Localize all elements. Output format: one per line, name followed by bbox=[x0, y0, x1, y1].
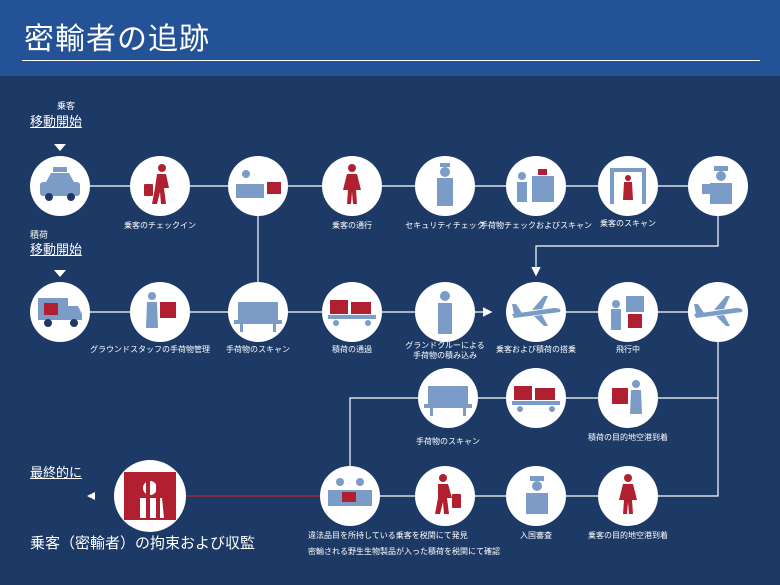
node-inspector bbox=[688, 156, 748, 216]
finally-label: 最終的に bbox=[30, 466, 83, 481]
checkin-label: 乗客のチェックイン bbox=[124, 221, 196, 230]
xray-machine-icon bbox=[424, 386, 472, 416]
arrival-scan-label: 手荷物のスキャン bbox=[416, 437, 480, 446]
inspector-icon bbox=[526, 476, 548, 514]
node-arrival-scan bbox=[418, 368, 478, 428]
body-scanner-icon bbox=[610, 168, 646, 204]
node-cargo-arrival bbox=[598, 368, 658, 428]
detect-label-2: 密輸される野生生物製品が入った積荷を税関にて確認 bbox=[308, 547, 500, 556]
security-label: セキュリティチェック bbox=[405, 221, 485, 230]
ground-staff-label: グラウンドスタッフの手荷物管理 bbox=[90, 345, 210, 354]
final-result-label: 乗客（密輸者）の拘束および収監 bbox=[30, 534, 256, 552]
cargo-cart-icon bbox=[328, 300, 376, 326]
node-detained-passenger bbox=[415, 466, 475, 526]
in-flight-label: 飛行中 bbox=[616, 345, 640, 354]
prison-icon bbox=[124, 472, 176, 520]
cargo-role-label: 積荷 bbox=[30, 231, 49, 241]
inspector-icon bbox=[702, 166, 732, 204]
truck-icon bbox=[38, 298, 82, 327]
node-ground-staff bbox=[130, 282, 190, 342]
cargo-start-label: 移動開始 bbox=[30, 243, 83, 258]
page-title: 密輸者の追跡 bbox=[24, 22, 210, 57]
pass-through-label: 乗客の通行 bbox=[332, 221, 372, 230]
inspector-icon bbox=[328, 478, 372, 506]
person-icon bbox=[343, 164, 361, 204]
ground-crew-label-2: 手荷物の積み込み bbox=[413, 351, 477, 360]
final-arrow bbox=[87, 492, 95, 500]
taxi-icon bbox=[40, 167, 80, 201]
walking-passenger-icon bbox=[435, 474, 461, 514]
node-cargo-scan bbox=[228, 282, 288, 342]
baggage-scan-label: 手荷物チェックおよびスキャン bbox=[480, 221, 592, 230]
header-divider bbox=[22, 60, 760, 61]
detect-label-1: 違法品目を所持している乗客を税関にて発見 bbox=[308, 531, 468, 540]
baggage-handler-icon bbox=[146, 292, 176, 328]
cargo-scan-label: 手荷物のスキャン bbox=[226, 345, 290, 354]
airplane-icon bbox=[512, 296, 561, 326]
node-passenger-arrival bbox=[598, 466, 658, 526]
passenger-scan-label: 乗客のスキャン bbox=[600, 219, 656, 228]
node-cargo-pass bbox=[322, 282, 382, 342]
header-bar: 密輸者の追跡 bbox=[0, 0, 780, 76]
cargo-cart-icon bbox=[512, 386, 560, 412]
person-icon bbox=[619, 474, 637, 514]
passenger-role-label: 乗客 bbox=[57, 102, 76, 112]
node-truck bbox=[30, 282, 90, 342]
passenger-arrival-label: 乗客の目的地空港到着 bbox=[588, 531, 668, 540]
node-prison bbox=[114, 460, 186, 532]
passenger-start-label: 移動開始 bbox=[30, 115, 83, 130]
node-counter bbox=[228, 156, 288, 216]
baggage-handler-icon bbox=[612, 380, 642, 414]
node-in-flight bbox=[598, 282, 658, 342]
node-customs bbox=[320, 466, 380, 526]
node-plane-arrival bbox=[688, 282, 748, 342]
node-baggage-check bbox=[506, 156, 566, 216]
node-checkin bbox=[130, 156, 190, 216]
node-pass bbox=[322, 156, 382, 216]
node-immigration bbox=[506, 466, 566, 526]
cargo-start-marker bbox=[54, 270, 66, 277]
walking-passenger-icon bbox=[144, 164, 169, 204]
passenger-start-marker bbox=[54, 144, 66, 151]
node-security bbox=[415, 156, 475, 216]
security-officer-icon bbox=[437, 163, 453, 206]
cargo-pass-label: 積荷の通過 bbox=[332, 345, 372, 354]
ground-crew-icon bbox=[438, 291, 452, 334]
node-ground-crew bbox=[415, 282, 475, 342]
loading-icon bbox=[611, 296, 644, 330]
cargo-arrival-label: 積荷の目的地空港到着 bbox=[588, 433, 668, 442]
airplane-icon bbox=[694, 296, 743, 326]
ground-crew-label-1: グランドクルーによる bbox=[405, 341, 485, 350]
checkin-counter-icon bbox=[236, 170, 281, 198]
node-passenger-scan bbox=[598, 156, 658, 216]
node-taxi bbox=[30, 156, 90, 216]
baggage-scanner-icon bbox=[517, 169, 554, 202]
xray-machine-icon bbox=[234, 302, 282, 332]
node-arrival-cart bbox=[506, 368, 566, 428]
boarding-label: 乗客および積荷の搭乗 bbox=[496, 345, 576, 354]
node-boarding bbox=[506, 282, 566, 342]
immigration-label: 入国審査 bbox=[520, 531, 552, 540]
